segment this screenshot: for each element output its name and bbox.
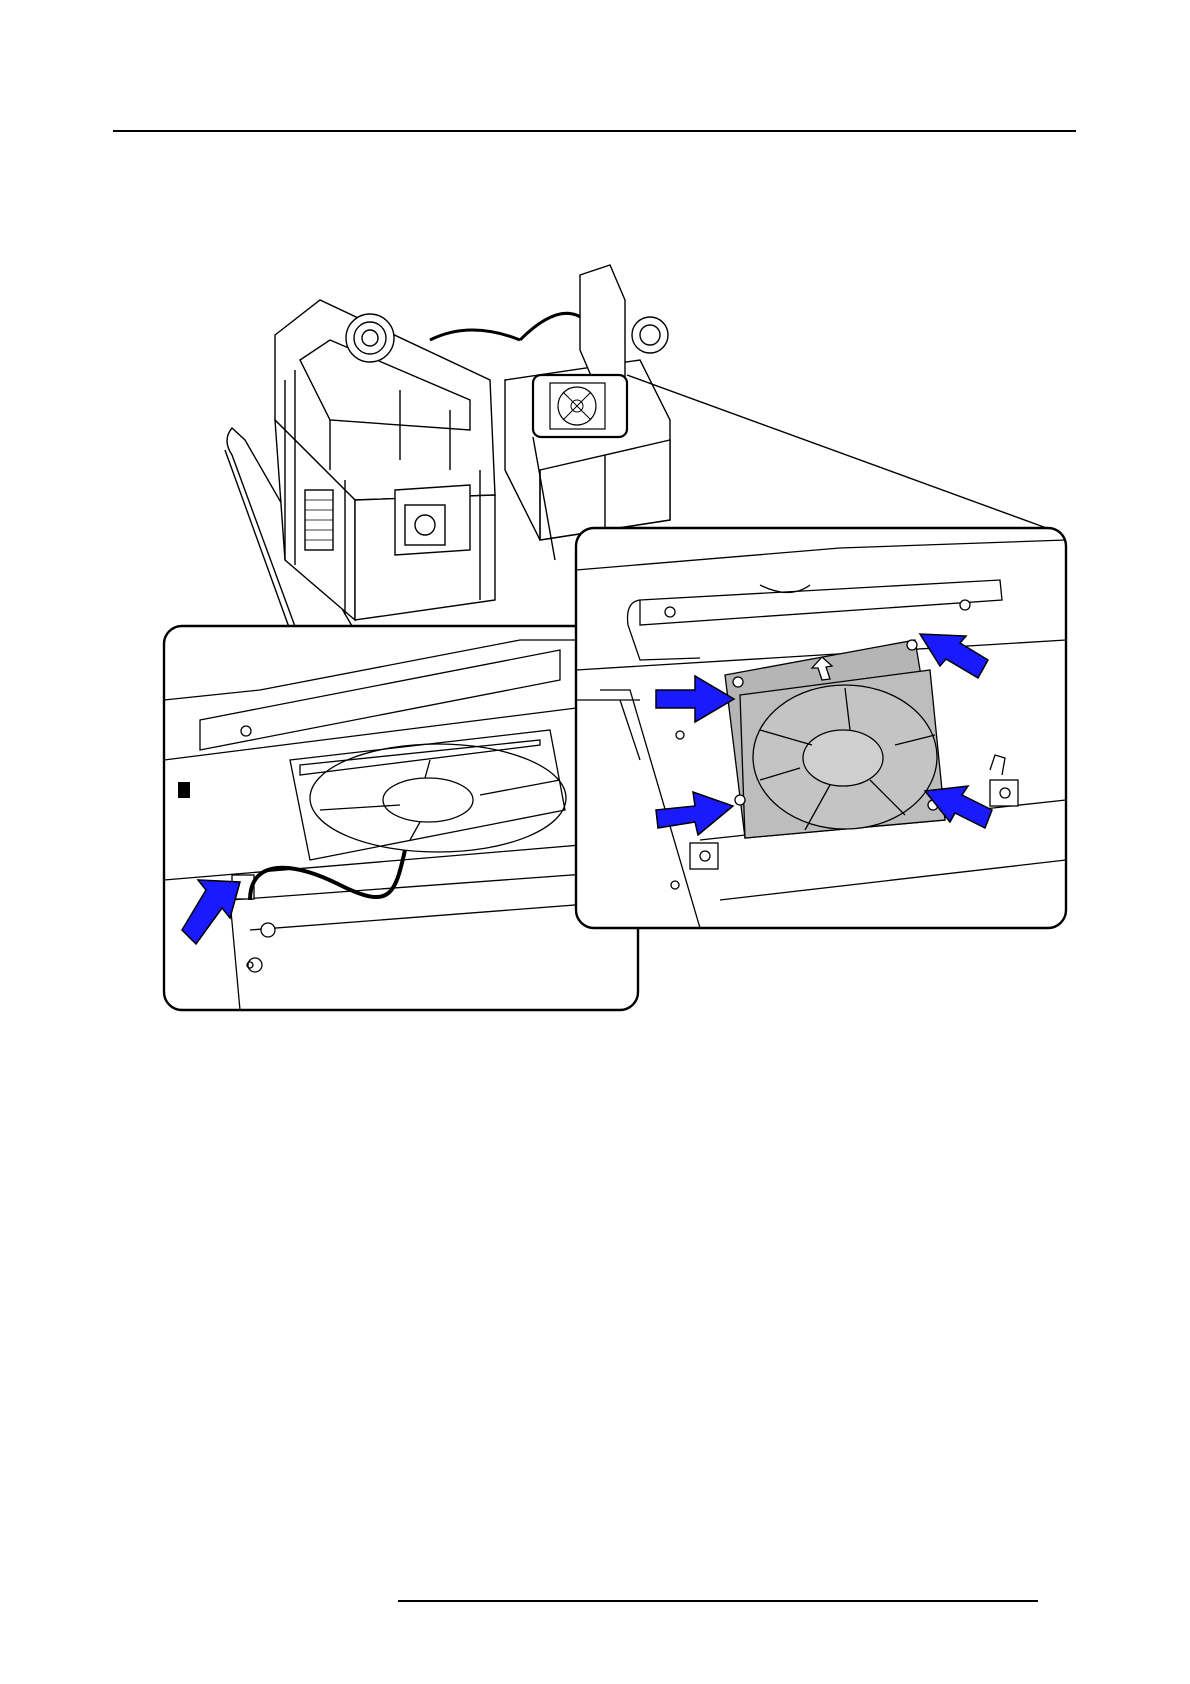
left-detail-callout [164,626,640,1010]
footer-rule [398,1600,1038,1602]
fan-location-highlight [533,375,627,437]
right-detail-callout [576,528,1066,928]
